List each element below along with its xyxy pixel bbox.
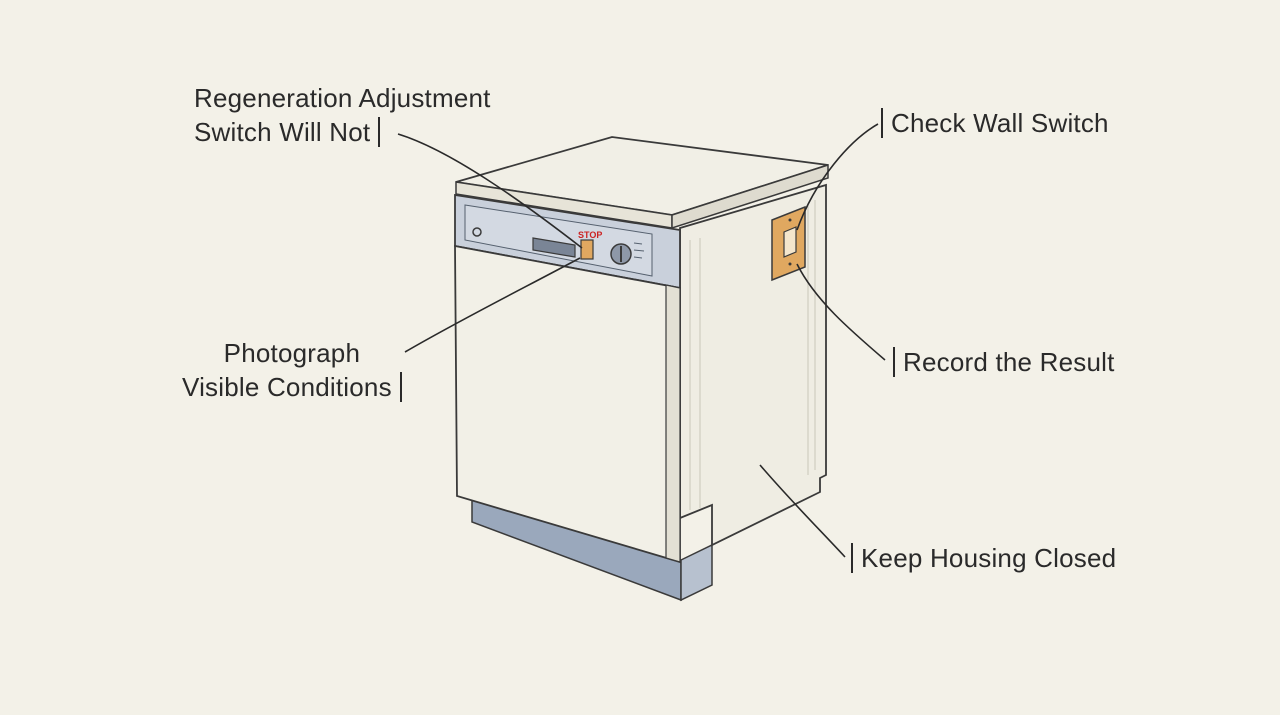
leader-regeneration — [397, 133, 583, 249]
callout-housing: Keep Housing Closed — [851, 541, 1116, 575]
kick-plate-side — [680, 543, 713, 602]
stop-label: STOP — [578, 230, 602, 240]
power-light — [472, 227, 482, 237]
callout-regeneration: Regeneration Adjustment Switch Will Not — [194, 81, 491, 149]
leader-photograph — [404, 257, 581, 353]
callout-record-text: Record the Result — [903, 347, 1115, 377]
callout-photograph: Photograph Visible Conditions — [182, 336, 402, 404]
callout-bar — [377, 117, 380, 147]
display-slot — [532, 237, 576, 258]
dishwasher-side — [679, 183, 827, 547]
door-inner-edge — [665, 284, 681, 563]
callout-bar — [399, 372, 402, 402]
callout-bar — [881, 108, 883, 138]
dishwasher-top-edge-right — [671, 163, 829, 230]
callout-regeneration-line1: Regeneration Adjustment — [194, 83, 491, 113]
callout-housing-text: Keep Housing Closed — [861, 543, 1117, 573]
leader-wall-switch — [796, 123, 879, 231]
wall-switch-toggle[interactable] — [783, 226, 797, 258]
control-panel-inner — [464, 204, 653, 277]
leader-housing — [759, 464, 846, 558]
regeneration-switch[interactable] — [580, 239, 594, 260]
callout-photograph-line2: Visible Conditions — [182, 372, 392, 402]
leader-record — [796, 263, 886, 361]
callout-bar — [893, 347, 895, 377]
callout-wall-switch: Check Wall Switch — [881, 106, 1109, 140]
callout-wall-switch-text: Check Wall Switch — [891, 108, 1109, 138]
callout-record: Record the Result — [893, 345, 1115, 379]
callout-regeneration-line2: Switch Will Not — [194, 117, 371, 147]
callout-bar — [851, 543, 853, 573]
callout-photograph-line1: Photograph — [223, 338, 361, 368]
